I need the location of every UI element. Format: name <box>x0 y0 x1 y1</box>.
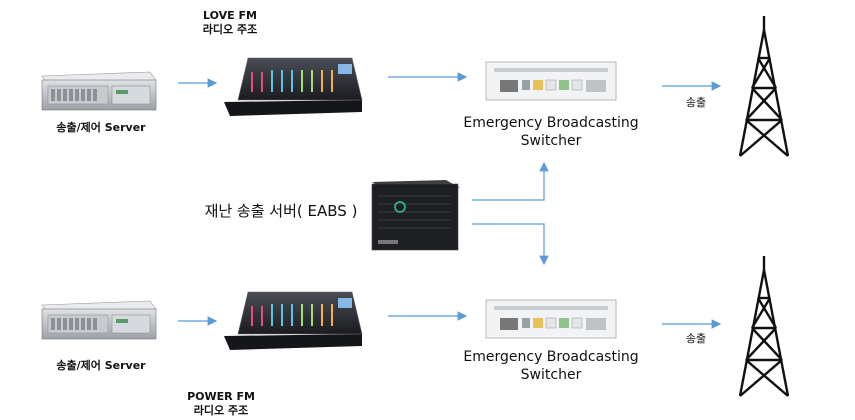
bottom-transmission-tower <box>738 256 790 397</box>
bottom-server-label: 송출/제어 Server <box>56 359 146 372</box>
top-console-title-line2: 라디오 주조 <box>202 23 258 36</box>
eabs-tower-server <box>371 180 460 251</box>
bottom-console-title: POWER FM 라디오 주조 <box>176 390 266 418</box>
bottom-server-rack <box>41 300 157 340</box>
bottom-switcher-label-line1: Emergency Broadcasting <box>463 349 639 365</box>
top-transmission-tower <box>738 16 790 157</box>
top-switcher-label: Emergency Broadcasting Switcher <box>456 114 646 150</box>
top-server-label: 송출/제어 Server <box>56 121 146 134</box>
arrow-eabs-to-top-switcher <box>472 161 549 201</box>
top-broadcast-switcher <box>485 61 617 101</box>
eabs-label: 재난 송출 서버( EABS ) <box>204 202 358 220</box>
top-switcher-label-line1: Emergency Broadcasting <box>463 115 639 131</box>
arrow-eabs-to-bottom-switcher <box>472 223 549 266</box>
connection-arrows <box>178 72 722 329</box>
top-console-title: LOVE FM 라디오 주조 <box>190 9 270 37</box>
top-switcher-label-line2: Switcher <box>520 133 582 149</box>
bottom-tx-label: 송출 <box>685 332 707 345</box>
top-tx-label: 송출 <box>685 96 707 109</box>
bottom-mixing-console <box>224 291 363 350</box>
bottom-console-title-line2: 라디오 주조 <box>193 404 249 417</box>
bottom-switcher-label-line2: Switcher <box>520 367 582 383</box>
bottom-console-title-line1: POWER FM <box>187 390 255 403</box>
top-console-title-line1: LOVE FM <box>203 9 257 22</box>
bottom-broadcast-switcher <box>485 299 617 339</box>
bottom-switcher-label: Emergency Broadcasting Switcher <box>456 348 646 384</box>
top-mixing-console <box>224 57 363 116</box>
top-server-rack <box>41 71 157 111</box>
